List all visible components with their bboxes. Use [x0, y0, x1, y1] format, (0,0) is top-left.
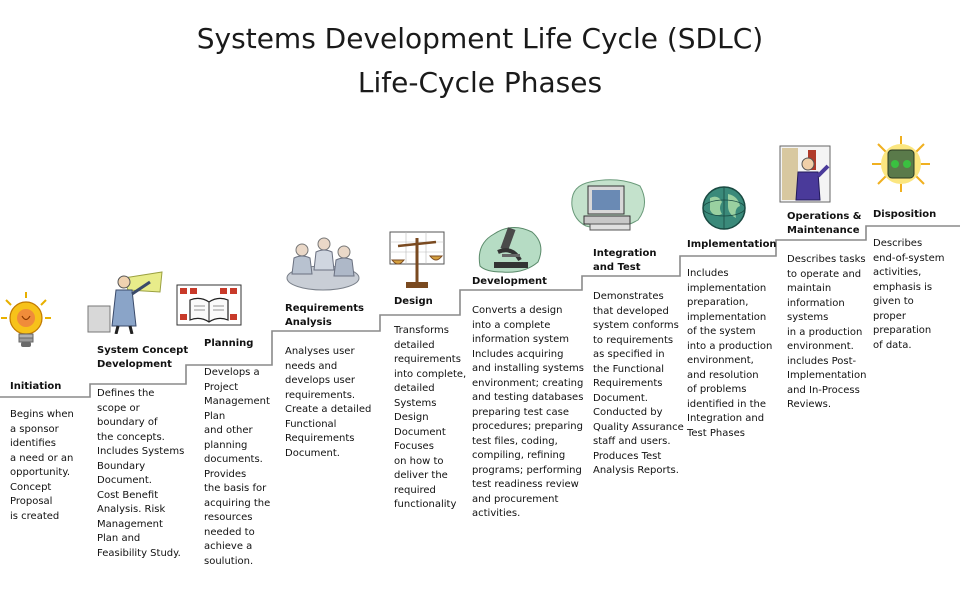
- phase-title-system-concept-development: System Concept Development: [97, 345, 189, 370]
- phase-title-requirements-analysis: Requirements Analysis: [285, 303, 364, 328]
- phase-description-integration-and-test: Demonstrates that developed system confo…: [593, 291, 684, 476]
- traffic-light-icon: [872, 136, 930, 192]
- phase-description-operations-maintenance: Describes tasks to operate and maintain …: [787, 254, 867, 410]
- phase-description-design: Transforms detailed requirements into co…: [394, 325, 467, 510]
- phase-description-initiation: Begins when a sponsor identifies a need …: [10, 409, 74, 522]
- phase-title-implementation: Implementation: [687, 239, 777, 250]
- phase-title-planning: Planning: [204, 338, 254, 349]
- lightbulb-icon: [1, 292, 51, 347]
- maintenance-person-icon: [779, 145, 831, 203]
- diagram-title: Systems Development Life Cycle (SDLC): [196, 22, 764, 55]
- phase-title-initiation: Initiation: [10, 381, 62, 392]
- phase-description-requirements-analysis: Analyses user needs and develops user re…: [285, 346, 372, 459]
- phase-title-disposition: Disposition: [873, 209, 937, 220]
- phase-description-implementation: Includes implementation preparation, imp…: [687, 268, 773, 439]
- phase-description-development: Converts a design into a complete inform…: [472, 305, 584, 519]
- globe-icon: [702, 186, 746, 230]
- phase-description-system-concept-development: Defines the scope or boundary of the con…: [97, 388, 185, 559]
- presenter-icon: [87, 271, 163, 334]
- phase-title-design: Design: [394, 296, 433, 307]
- phase-title-integration-and-test: Integration and Test: [593, 248, 657, 273]
- book-icon: [176, 284, 242, 326]
- phase-description-disposition: Describes end-of-system activities, emph…: [873, 238, 945, 351]
- meeting-icon: [286, 237, 360, 291]
- phase-title-development: Development: [472, 276, 547, 287]
- scales-icon: [389, 231, 445, 288]
- microscope-icon: [478, 227, 542, 273]
- diagram-subtitle: Life-Cycle Phases: [357, 66, 603, 99]
- computer-icon: [571, 179, 645, 231]
- phase-title-operations-maintenance: Operations & Maintenance: [787, 211, 862, 236]
- phase-description-planning: Develops a Project Management Plan and o…: [204, 367, 271, 567]
